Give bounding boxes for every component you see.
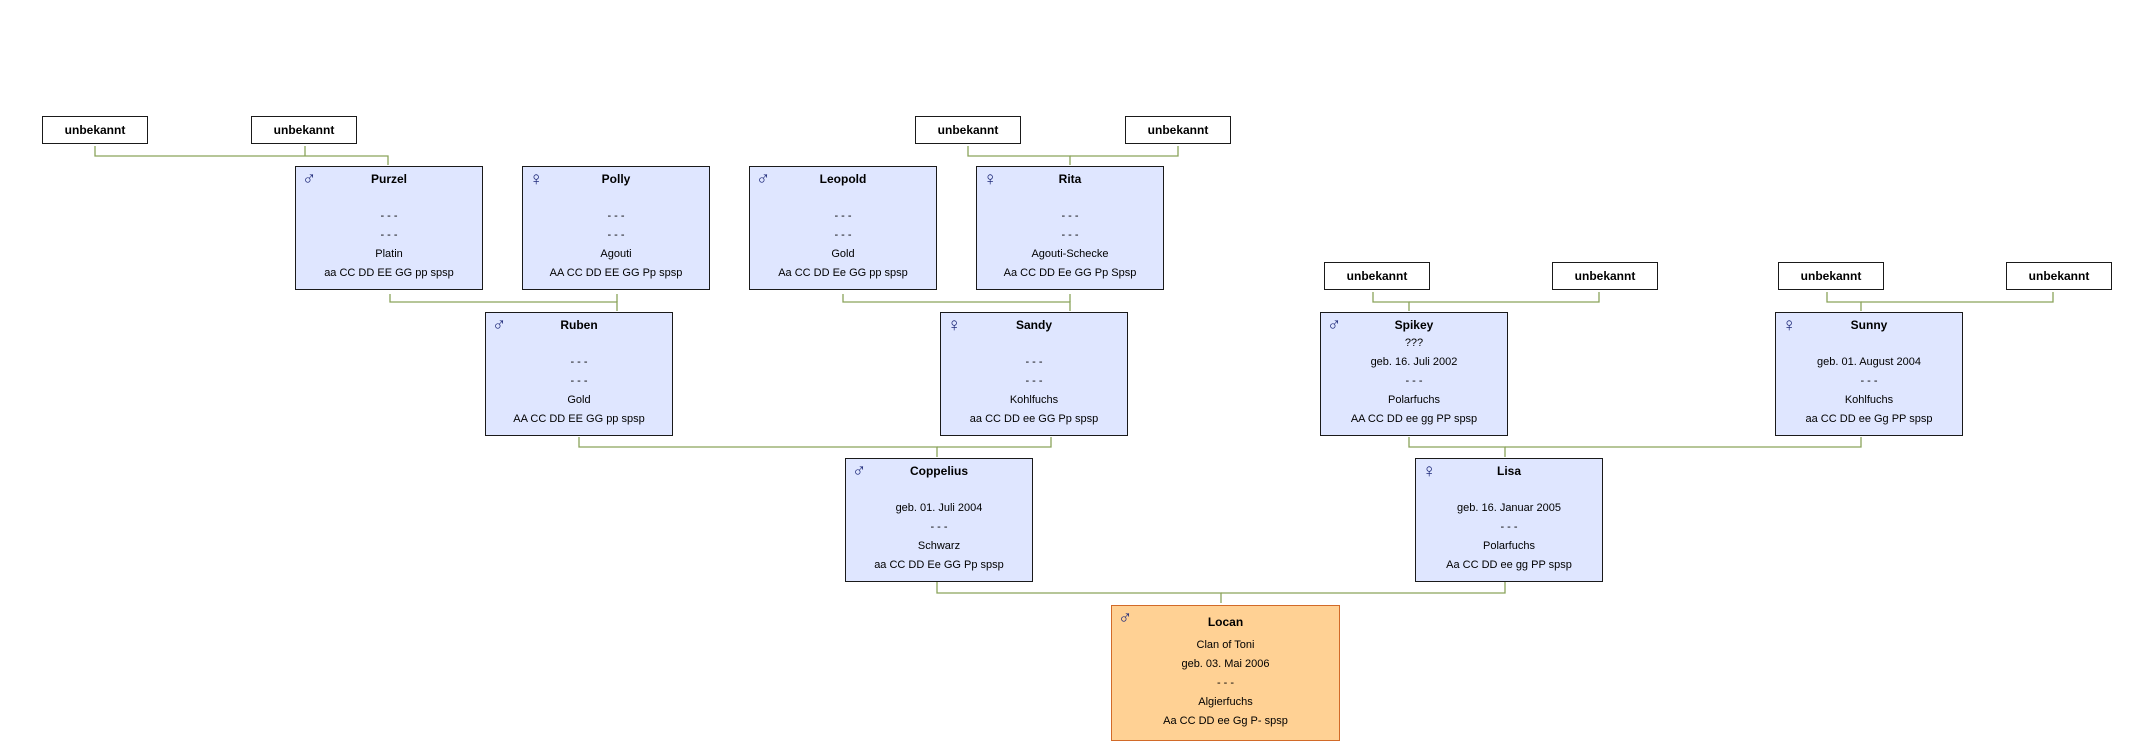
male-icon: ♂ [756, 169, 771, 190]
separator-line: - - - [1216, 677, 1235, 689]
female-icon: ♀ [1422, 461, 1437, 482]
female-icon: ♀ [947, 315, 962, 336]
separator-line: - - - [1025, 375, 1043, 387]
unknown-box-5[interactable]: unbekannt [1324, 262, 1430, 290]
unknown-label: unbekannt [1147, 123, 1209, 137]
card-sandy[interactable]: ♀ Sandy - - - - - - Kohlfuchs aa CC DD e… [940, 312, 1128, 436]
birth-line: geb. 01. Juli 2004 [895, 502, 983, 514]
unknown-box-4[interactable]: unbekannt [1125, 116, 1231, 144]
genes-line: Aa CC DD ee gg PP spsp [1446, 559, 1572, 571]
birth-line: - - - [570, 356, 588, 368]
color-line: Gold [567, 394, 591, 406]
animal-name: Ruben [560, 318, 598, 332]
birth-line: - - - [1061, 210, 1079, 222]
animal-name: Sunny [1850, 318, 1888, 332]
animal-name: Polly [601, 172, 631, 186]
notes-line: ??? [1404, 337, 1424, 349]
male-icon: ♂ [852, 461, 867, 482]
card-spikey[interactable]: ♂ Spikey ??? geb. 16. Juli 2002 - - - Po… [1320, 312, 1508, 436]
genes-line: aa CC DD Ee GG Pp spsp [874, 559, 1004, 571]
separator-line: - - - [1405, 375, 1423, 387]
birth-line: - - - [1025, 356, 1043, 368]
color-line: Agouti [600, 248, 632, 260]
unknown-box-2[interactable]: unbekannt [251, 116, 357, 144]
male-icon: ♂ [492, 315, 507, 336]
birth-line: - - - [834, 210, 852, 222]
card-sunny[interactable]: ♀ Sunny geb. 01. August 2004 - - - Kohlf… [1775, 312, 1963, 436]
color-line: Gold [831, 248, 855, 260]
genes-line: aa CC DD ee GG Pp spsp [969, 413, 1099, 425]
animal-name: Leopold [819, 172, 867, 186]
female-icon: ♀ [529, 169, 544, 190]
birth-line: geb. 16. Juli 2002 [1370, 356, 1458, 368]
unknown-label: unbekannt [2028, 269, 2090, 283]
separator-line: - - - [1860, 375, 1878, 387]
unknown-box-1[interactable]: unbekannt [42, 116, 148, 144]
card-lisa[interactable]: ♀ Lisa geb. 16. Januar 2005 - - - Polarf… [1415, 458, 1603, 582]
card-coppelius[interactable]: ♂ Coppelius geb. 01. Juli 2004 - - - Sch… [845, 458, 1033, 582]
genes-line: AA CC DD EE GG pp spsp [513, 413, 645, 425]
animal-name: Lisa [1496, 464, 1521, 478]
animal-name: Purzel [370, 172, 407, 186]
animal-name: Locan [1207, 615, 1244, 629]
separator-line: - - - [834, 229, 852, 241]
genes-line: AA CC DD ee gg PP spsp [1350, 413, 1478, 425]
unknown-box-3[interactable]: unbekannt [915, 116, 1021, 144]
unknown-label: unbekannt [1800, 269, 1862, 283]
birth-line: geb. 03. Mai 2006 [1181, 658, 1270, 670]
unknown-label: unbekannt [273, 123, 335, 137]
color-line: Platin [375, 248, 403, 260]
animal-name: Rita [1058, 172, 1082, 186]
color-line: Kohlfuchs [1844, 394, 1894, 406]
unknown-label: unbekannt [1346, 269, 1408, 283]
separator-line: - - - [380, 229, 398, 241]
genes-line: Aa CC DD Ee GG pp spsp [778, 267, 908, 279]
unknown-box-7[interactable]: unbekannt [1778, 262, 1884, 290]
card-ruben[interactable]: ♂ Ruben - - - - - - Gold AA CC DD EE GG … [485, 312, 673, 436]
genes-line: AA CC DD EE GG Pp spsp [549, 267, 683, 279]
separator-line: - - - [1061, 229, 1079, 241]
birth-line: geb. 16. Januar 2005 [1457, 502, 1561, 514]
male-icon: ♂ [1118, 608, 1133, 629]
clan-line: Clan of Toni [1196, 639, 1255, 651]
separator-line: - - - [930, 521, 948, 533]
card-locan[interactable]: ♂ Locan Clan of Toni geb. 03. Mai 2006 -… [1111, 605, 1340, 741]
unknown-box-6[interactable]: unbekannt [1552, 262, 1658, 290]
female-icon: ♀ [983, 169, 998, 190]
birth-line: geb. 01. August 2004 [1817, 356, 1921, 368]
separator-line: - - - [570, 375, 588, 387]
unknown-box-8[interactable]: unbekannt [2006, 262, 2112, 290]
animal-name: Sandy [1015, 318, 1052, 332]
color-line: Schwarz [917, 540, 961, 552]
genes-line: Aa CC DD Ee GG Pp Spsp [1003, 267, 1137, 279]
color-line: Algierfuchs [1198, 696, 1253, 708]
unknown-label: unbekannt [64, 123, 126, 137]
separator-line: - - - [607, 229, 625, 241]
color-line: Polarfuchs [1483, 540, 1535, 552]
color-line: Polarfuchs [1388, 394, 1440, 406]
genes-line: aa CC DD ee Gg PP spsp [1805, 413, 1933, 425]
color-line: Agouti-Schecke [1031, 248, 1109, 260]
animal-name: Spikey [1394, 318, 1434, 332]
card-purzel[interactable]: ♂ Purzel - - - - - - Platin aa CC DD EE … [295, 166, 483, 290]
birth-line: - - - [607, 210, 625, 222]
unknown-label: unbekannt [1574, 269, 1636, 283]
genes-line: aa CC DD EE GG pp spsp [324, 267, 454, 279]
genes-line: Aa CC DD ee Gg P- spsp [1163, 715, 1288, 727]
male-icon: ♂ [1327, 315, 1342, 336]
color-line: Kohlfuchs [1009, 394, 1059, 406]
unknown-label: unbekannt [937, 123, 999, 137]
male-icon: ♂ [302, 169, 317, 190]
separator-line: - - - [1500, 521, 1518, 533]
card-polly[interactable]: ♀ Polly - - - - - - Agouti AA CC DD EE G… [522, 166, 710, 290]
card-leopold[interactable]: ♂ Leopold - - - - - - Gold Aa CC DD Ee G… [749, 166, 937, 290]
card-rita[interactable]: ♀ Rita - - - - - - Agouti-Schecke Aa CC … [976, 166, 1164, 290]
birth-line: - - - [380, 210, 398, 222]
animal-name: Coppelius [909, 464, 968, 478]
female-icon: ♀ [1782, 315, 1797, 336]
